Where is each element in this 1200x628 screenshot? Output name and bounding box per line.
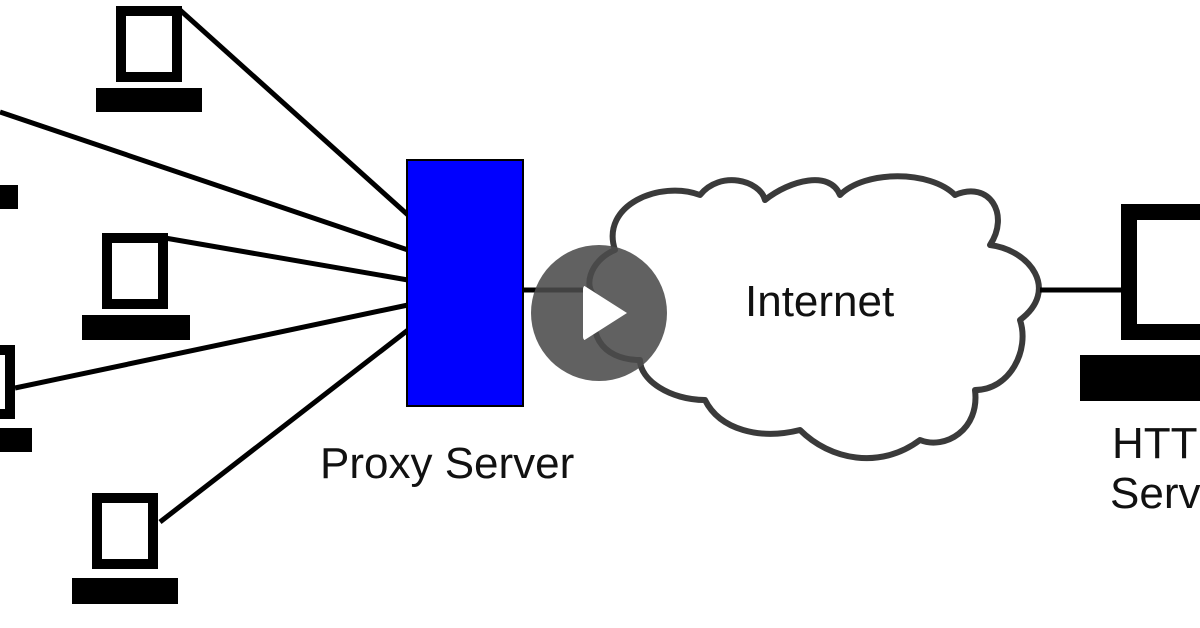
client-computer [72,493,178,604]
client-computer-partial [0,345,32,452]
connection-line [178,8,410,217]
connection-line [14,302,409,391]
proxy-server-box [406,159,524,407]
connection-line [164,235,409,283]
proxy-server-label: Proxy Server [320,439,574,488]
client-computer [82,233,190,340]
internet-cloud [586,173,1042,462]
http-server-label-line1: HTT [1112,419,1198,468]
connection-line [0,109,409,253]
internet-label: Internet [745,277,894,326]
client-computer-partial [0,185,18,209]
client-computer [96,6,202,112]
http-server-computer [1080,204,1200,401]
play-button[interactable] [531,245,667,381]
connection-line [158,328,410,524]
client-connections [0,8,410,524]
play-icon [583,285,627,341]
http-server-label-line2: Serv [1110,469,1200,518]
